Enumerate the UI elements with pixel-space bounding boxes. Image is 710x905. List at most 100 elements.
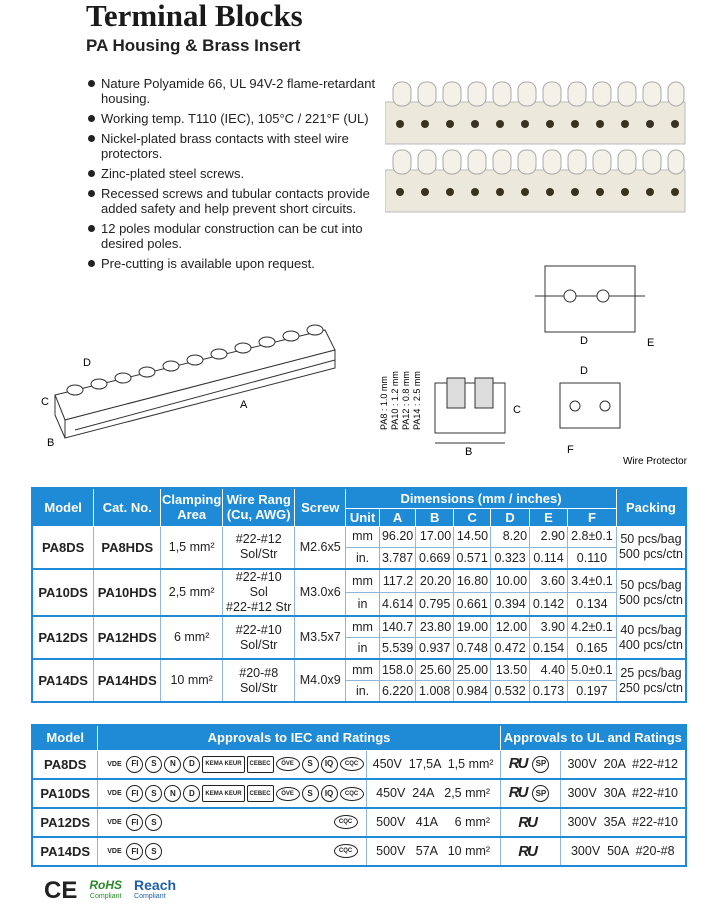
dimension-cell: 2.90 xyxy=(529,525,568,548)
iq-cert-icon: IQ xyxy=(320,755,338,773)
d-cert-icon: D xyxy=(183,755,201,773)
dimension-cell: 5.0±0.1 xyxy=(566,658,617,681)
col-model: Model xyxy=(31,487,95,527)
clamping-area-cell: 1,5 mm² xyxy=(160,525,224,570)
dimension-cell: 12.00 xyxy=(490,615,531,638)
cebec-cert-icon: CEBEC xyxy=(246,755,274,773)
ul-recognized-icon: RU xyxy=(508,754,529,772)
packing-line: 40 pcs/bag xyxy=(620,622,682,637)
cul-us-recognized-icon: RU xyxy=(518,842,538,860)
feature-item: Working temp. T110 (IEC), 105°C / 221°F … xyxy=(86,111,381,126)
unit-cell: in xyxy=(345,592,380,617)
dimension-cell: 5.539 xyxy=(378,637,417,660)
dimension-cell: 16.80 xyxy=(453,568,492,593)
fi-cert-icon: FI xyxy=(126,843,144,860)
dimension-cell: 0.165 xyxy=(566,637,617,660)
spec-table: Model Cat. No. Clamping Area Wire Rang (… xyxy=(31,487,687,703)
kema-cert-icon: KEMA KEUR xyxy=(202,785,245,802)
ul-approval-icons: RU xyxy=(499,836,561,867)
col-dimensions: Dimensions (mm / inches) xyxy=(345,487,617,509)
page-title: Terminal Blocks xyxy=(86,0,303,33)
model-cell: PA10DS xyxy=(31,568,95,617)
ul-rating-cell: 300V 35A #22-#10 xyxy=(559,807,687,838)
dimension-cell: 23.80 xyxy=(415,615,455,638)
dimension-cell: 0.571 xyxy=(453,547,492,570)
wire-range-line: Sol/Str xyxy=(239,680,278,695)
dimension-cell: 96.20 xyxy=(378,525,417,548)
dim-label-e: E xyxy=(647,337,654,349)
vde-cert-icon: VDE xyxy=(107,819,122,826)
feature-item: Pre-cutting is available upon request. xyxy=(86,256,381,271)
reach-logo: Reach Compliant xyxy=(134,878,176,903)
csa-cert-icon: SP xyxy=(532,785,550,803)
iec-rating-cell: 500V 41A 6 mm² xyxy=(365,807,501,838)
fi-cert-icon: FI xyxy=(126,785,144,802)
ccc-cert-icon: CQC xyxy=(333,814,358,829)
ul-rating-cell: 300V 30A #22-#10 xyxy=(559,778,687,809)
screw-cell: M3.0x6 xyxy=(294,568,347,617)
unit-cell: in xyxy=(345,637,380,660)
approval-table: Model Approvals to IEC and Ratings Appro… xyxy=(31,724,687,867)
ul-approval-icons: RU xyxy=(499,807,561,838)
dimension-cell: 19.00 xyxy=(453,615,492,638)
dimension-cell: 117.2 xyxy=(378,568,417,593)
dimension-cell: 10.00 xyxy=(490,568,531,593)
dimension-cell: 0.795 xyxy=(415,592,455,617)
vde-cert-icon: VDE xyxy=(107,790,122,797)
dimension-cell: 8.20 xyxy=(490,525,531,548)
fi-cert-icon: FI xyxy=(126,755,144,773)
model-cell: PA14DS xyxy=(31,658,95,703)
iq-cert-icon: IQ xyxy=(320,785,338,802)
wire-range-line: Sol/Str xyxy=(239,637,278,652)
dimension-cell: 17.00 xyxy=(415,525,455,548)
wire-range-line: #22-#10 Sol xyxy=(235,570,282,599)
dimension-cell: 4.40 xyxy=(529,658,568,681)
dimension-cell: 0.197 xyxy=(566,680,617,703)
packing-line: 250 pcs/ctn xyxy=(618,680,683,695)
dimension-cell: 2.8±0.1 xyxy=(566,525,617,548)
dimension-cell: 0.532 xyxy=(490,680,531,703)
ccc-cert-icon: CQC xyxy=(339,786,364,801)
col-wire-range: Wire Rang (Cu, AWG) xyxy=(222,487,296,527)
col-model: Model xyxy=(31,724,99,751)
screw-cell: M2.6x5 xyxy=(294,525,347,570)
dimension-cell: 14.50 xyxy=(453,525,492,548)
packing-line: 50 pcs/bag xyxy=(620,532,682,547)
col-cat-no: Cat. No. xyxy=(93,487,162,527)
clamping-area-cell: 2,5 mm² xyxy=(160,568,224,617)
model-cell: PA8DS xyxy=(31,525,95,570)
rohs-text: RoHS xyxy=(89,878,123,892)
dimension-cell: 140.7 xyxy=(378,615,417,638)
col-iec: Approvals to IEC and Ratings xyxy=(97,724,501,751)
dimension-cell: 13.50 xyxy=(490,658,531,681)
model-cell: PA8DS xyxy=(31,749,99,780)
packing-line: 500 pcs/ctn xyxy=(618,547,683,562)
feature-list: Nature Polyamide 66, UL 94V-2 flame-reta… xyxy=(86,76,381,276)
col-b: B xyxy=(415,507,455,527)
page-subtitle: PA Housing & Brass Insert xyxy=(86,36,301,55)
dimension-cell: 3.90 xyxy=(529,615,568,638)
col-screw: Screw xyxy=(294,487,347,527)
dimension-cell: 0.154 xyxy=(529,637,568,660)
dimension-cell: 3.4±0.1 xyxy=(566,568,617,593)
dimension-cell: 158.0 xyxy=(378,658,417,681)
dim-label-f: F xyxy=(567,444,574,456)
packing-line: 25 pcs/bag xyxy=(620,665,682,680)
pitch-label: PA12 : 0.8 mm xyxy=(401,371,411,430)
